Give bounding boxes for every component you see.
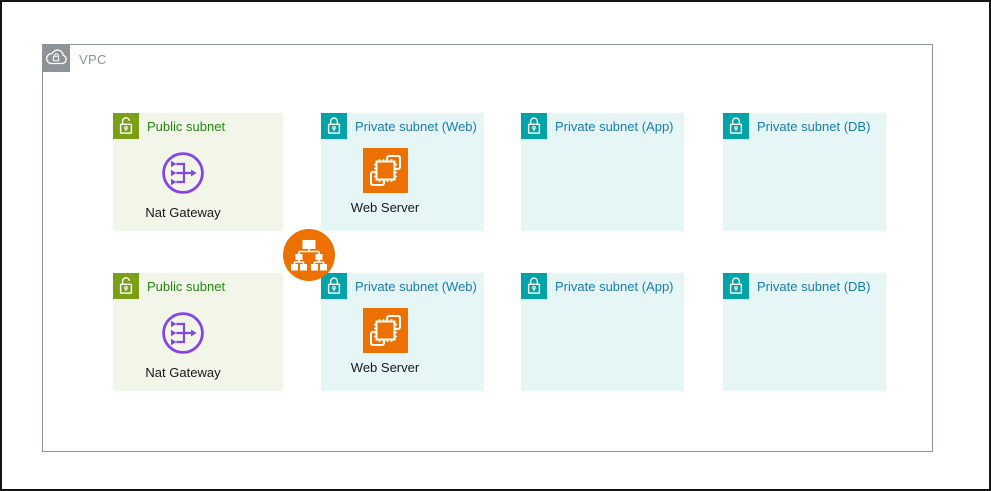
nat-gateway-icon: [162, 312, 204, 354]
resource-label: Web Server: [350, 360, 420, 375]
nat-gateway-icon: [162, 152, 204, 194]
vpc-cloud-lock-icon: [42, 44, 70, 72]
load-balancer-icon: [283, 229, 335, 281]
subnet-label: Public subnet: [147, 119, 226, 134]
private-subnet-db-1[interactable]: Private subnet (DB): [723, 113, 886, 231]
web-server-node[interactable]: Web Server: [325, 308, 445, 375]
open-lock-icon: [113, 113, 139, 139]
nat-gateway-node[interactable]: Nat Gateway: [127, 308, 239, 380]
ec2-instance-icon: [362, 148, 408, 193]
web-server-node[interactable]: Web Server: [325, 148, 445, 215]
closed-lock-icon: [521, 273, 547, 299]
load-balancer-node[interactable]: [283, 229, 335, 281]
subnet-label: Private subnet (App): [555, 279, 674, 294]
subnet-label: Private subnet (DB): [757, 279, 871, 294]
resource-label: Nat Gateway: [145, 205, 221, 220]
resource-label: Nat Gateway: [145, 365, 221, 380]
open-lock-icon: [113, 273, 139, 299]
public-subnet-2[interactable]: Public subnet Nat Gateway: [113, 273, 283, 391]
closed-lock-icon: [521, 113, 547, 139]
closed-lock-icon: [723, 273, 749, 299]
subnet-label: Private subnet (App): [555, 119, 674, 134]
private-subnet-app-1[interactable]: Private subnet (App): [521, 113, 684, 231]
subnet-label: Private subnet (Web): [355, 119, 477, 134]
private-subnet-db-2[interactable]: Private subnet (DB): [723, 273, 886, 391]
vpc-label: VPC: [79, 52, 107, 67]
subnet-label: Private subnet (Web): [355, 279, 477, 294]
closed-lock-icon: [723, 113, 749, 139]
nat-gateway-node[interactable]: Nat Gateway: [127, 148, 239, 220]
closed-lock-icon: [321, 273, 347, 299]
subnet-label: Private subnet (DB): [757, 119, 871, 134]
subnet-label: Public subnet: [147, 279, 226, 294]
ec2-instance-icon: [362, 308, 408, 353]
closed-lock-icon: [321, 113, 347, 139]
private-subnet-web-2[interactable]: Private subnet (Web) Web Server: [321, 273, 484, 391]
vpc-container[interactable]: VPC Public subnet: [42, 44, 933, 452]
private-subnet-app-2[interactable]: Private subnet (App): [521, 273, 684, 391]
public-subnet-1[interactable]: Public subnet Nat Gateway: [113, 113, 283, 231]
private-subnet-web-1[interactable]: Private subnet (Web) Web Server: [321, 113, 484, 231]
resource-label: Web Server: [350, 200, 420, 215]
